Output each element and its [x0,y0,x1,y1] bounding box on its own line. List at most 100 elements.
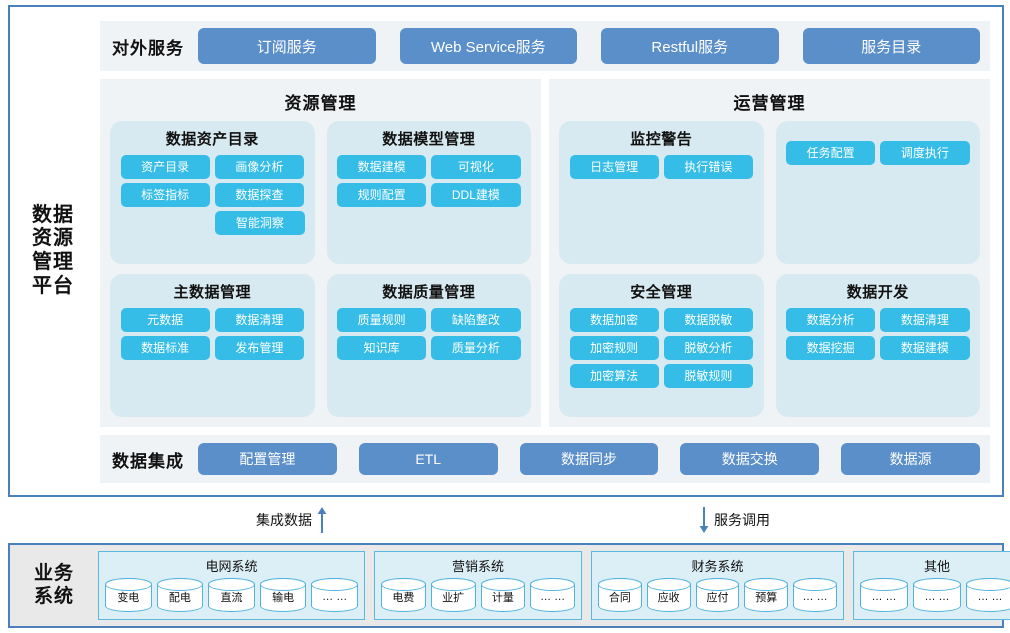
database-icon-transmission[interactable]: 输电 [259,578,307,612]
chip-publish-management[interactable]: 发布管理 [214,336,304,360]
card-title-monitoring-alarm: 监控警告 [630,131,693,148]
database-icon-dc[interactable]: 直流 [208,578,255,612]
connector-service-call: 服务调用 [698,507,770,533]
chip-asset-catalog[interactable]: 资产目录 [120,155,210,179]
database-icon-business-expansion[interactable]: 业扩 [430,578,476,612]
chip-masking-analysis[interactable]: 脱敏分析 [663,336,753,360]
database-icon-more-grid[interactable]: … … [311,578,358,612]
chip-data-modeling[interactable]: 数据建模 [337,155,427,179]
management-groups-row: 资源管理 数据资产目录 资产目录 画像分析 标签指标 数据探查 智能洞察 [100,79,990,427]
database-icon-electricity-fee[interactable]: 电费 [381,578,426,612]
database-icon-metering[interactable]: 计量 [480,578,526,612]
chip-data-cleansing[interactable]: 数据清理 [214,308,304,332]
platform-title-line-3: 管理 [32,251,74,273]
external-service-button-service-catalog[interactable]: 服务目录 [802,28,980,64]
business-systems-frame: 业务 系统 电网系统 变电 配电 直流 输电 … … 营销系统 电费 业扩 [8,543,1010,628]
card-title-data-development: 数据开发 [846,284,909,301]
chip-metadata[interactable]: 元数据 [120,308,210,332]
platform-title: 数据 资源 管理 平台 [10,7,96,495]
db-label-dc: 直流 [220,592,243,604]
chip-data-cleaning[interactable]: 数据清理 [880,308,970,332]
database-icon-substation[interactable]: 变电 [105,578,152,612]
chip-data-encryption[interactable]: 数据加密 [569,308,659,332]
data-integration-label: 数据集成 [112,451,184,471]
chip-rule-config[interactable]: 规则配置 [337,183,427,207]
chip-defect-remediation[interactable]: 缺陷整改 [431,308,521,332]
integration-button-data-source[interactable]: 数据源 [841,443,980,475]
db-label-contract: 合同 [608,592,631,604]
platform-title-line-1: 数据 [32,203,74,226]
db-label-substation: 变电 [117,592,140,604]
chip-knowledge-base[interactable]: 知识库 [337,336,427,360]
database-icon-other-2[interactable]: … … [913,578,961,612]
business-systems-title-line-1: 业务 [33,563,74,585]
card-title-data-asset-catalog: 数据资产目录 [165,131,259,148]
database-icon-receivable[interactable]: 应收 [646,578,691,612]
business-group-items-power-grid: 变电 配电 直流 输电 … … [105,578,358,612]
chip-data-masking[interactable]: 数据脱敏 [663,308,753,332]
chip-quality-rule[interactable]: 质量规则 [337,308,427,332]
business-group-other: 其他 … … … … … … [853,551,1010,620]
card-data-quality-management: 数据质量管理 质量规则 缺陷整改 知识库 质量分析 [326,274,531,417]
platform-title-line-4: 平台 [32,274,74,297]
chips-data-asset-catalog: 资产目录 画像分析 标签指标 数据探查 智能洞察 [120,155,305,235]
external-services-buttons: 订阅服务 Web Service服务 Restful服务 服务目录 [198,28,980,64]
database-icon-other-1[interactable]: … … [860,578,908,612]
business-systems-title: 业务 系统 [18,551,90,620]
chip-smart-insight[interactable]: 智能洞察 [215,211,305,235]
database-icon-contract[interactable]: 合同 [598,578,642,612]
integration-button-etl[interactable]: ETL [358,443,498,475]
chip-encryption-algorithm[interactable]: 加密算法 [569,364,659,388]
connector-label-integrate-data: 集成数据 [256,512,312,528]
connector-label-service-call: 服务调用 [714,512,770,528]
database-icon-more-finance[interactable]: … … [793,578,837,612]
chip-task-config[interactable]: 任务配置 [786,141,876,165]
db-label-payable: 应付 [706,592,729,604]
business-group-marketing: 营销系统 电费 业扩 计量 … … [374,551,582,620]
db-label-more-marketing: … … [540,591,566,603]
chip-portrait-analysis[interactable]: 画像分析 [214,155,304,179]
group-operation-management: 运营管理 监控警告 日志管理 执行错误 任务配置 [549,79,990,427]
external-service-button-restful[interactable]: Restful服务 [601,28,779,64]
chip-ddl-modeling[interactable]: DDL建模 [431,183,521,207]
integration-button-data-sync[interactable]: 数据同步 [519,443,659,475]
chip-data-exploration[interactable]: 数据探查 [214,183,304,207]
chip-encryption-rule[interactable]: 加密规则 [569,336,659,360]
group-resource-management: 资源管理 数据资产目录 资产目录 画像分析 标签指标 数据探查 智能洞察 [100,79,541,427]
chip-data-mining[interactable]: 数据挖掘 [786,336,876,360]
database-icon-other-3[interactable]: … … [966,578,1010,612]
group-title-resource-management: 资源管理 [284,94,357,113]
chip-quality-analysis[interactable]: 质量分析 [431,336,521,360]
group-grid-operation-management: 监控警告 日志管理 执行错误 任务配置 调度执行 [559,121,980,417]
database-icon-more-marketing[interactable]: … … [530,578,575,612]
database-icon-budget[interactable]: 预算 [744,578,789,612]
group-title-operation-management: 运营管理 [733,94,806,113]
integration-button-data-exchange[interactable]: 数据交换 [680,443,820,475]
chip-visualization[interactable]: 可视化 [431,155,521,179]
card-task-scheduling: 任务配置 调度执行 [775,121,980,264]
chips-data-model-management: 数据建模 可视化 规则配置 DDL建模 [337,155,522,207]
business-group-title-other: 其他 [923,559,950,574]
external-services-row: 对外服务 订阅服务 Web Service服务 Restful服务 服务目录 [100,21,990,71]
database-icon-distribution[interactable]: 配电 [156,578,204,612]
chip-schedule-execution[interactable]: 调度执行 [880,141,970,165]
chip-data-analysis[interactable]: 数据分析 [786,308,876,332]
chips-master-data-management: 元数据 数据清理 数据标准 发布管理 [120,308,305,360]
external-service-button-subscription[interactable]: 订阅服务 [198,28,376,64]
chip-data-model-build[interactable]: 数据建模 [880,336,970,360]
chip-execution-error[interactable]: 执行错误 [663,155,753,179]
chip-tag-indicator[interactable]: 标签指标 [120,183,210,207]
database-icon-payable[interactable]: 应付 [695,578,740,612]
chip-masking-rule[interactable]: 脱敏规则 [663,364,753,388]
chip-data-standard[interactable]: 数据标准 [120,336,210,360]
chip-log-management[interactable]: 日志管理 [569,155,659,179]
arrow-up-icon [317,507,327,533]
card-master-data-management: 主数据管理 元数据 数据清理 数据标准 发布管理 [110,274,315,417]
integration-button-config-management[interactable]: 配置管理 [198,443,337,475]
platform-body: 对外服务 订阅服务 Web Service服务 Restful服务 服务目录 资… [96,7,1002,495]
chips-data-development: 数据分析 数据清理 数据挖掘 数据建模 [786,308,971,360]
external-service-button-web-service[interactable]: Web Service服务 [399,28,577,64]
group-grid-resource-management: 数据资产目录 资产目录 画像分析 标签指标 数据探查 智能洞察 数据模型管理 [110,121,531,417]
db-label-business-expansion: 业扩 [442,592,465,604]
